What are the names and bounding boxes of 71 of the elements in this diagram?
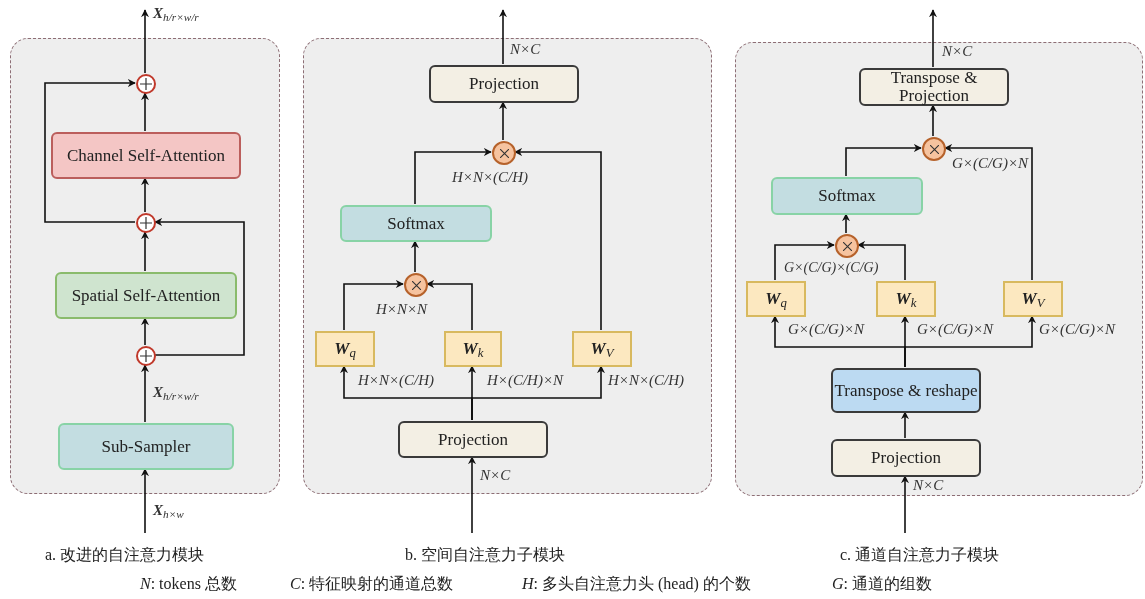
arrow <box>471 365 605 421</box>
edge-label: H×N×(C/H) <box>608 373 685 388</box>
arrow <box>411 240 419 273</box>
arrow <box>141 364 149 423</box>
process-box: Projection <box>831 439 981 477</box>
module-panel <box>303 38 712 494</box>
edge-label: H×N×(C/H) <box>358 373 435 388</box>
dimension-label: G×(C/G)×(C/G) <box>784 261 879 275</box>
arrow <box>904 315 1036 368</box>
arrow <box>857 241 906 281</box>
edge-label: X$_{h×w}$ <box>153 503 184 518</box>
arrow <box>929 104 937 137</box>
arrow <box>141 317 149 346</box>
arrow <box>426 280 473 331</box>
arrow <box>141 177 149 213</box>
arrow <box>514 148 602 331</box>
arrow <box>141 92 149 132</box>
process-box: Softmax <box>771 177 923 215</box>
caption-text: a. 改进的自注意力模块 <box>45 547 205 563</box>
arrow <box>141 231 149 272</box>
arrow <box>845 144 922 177</box>
caption-text: N: tokens 总数 <box>140 576 237 592</box>
arrow <box>141 9 149 74</box>
weight-box: W$_{q}$ <box>746 281 806 317</box>
weight-box: W$_{k}$ <box>876 281 936 317</box>
edge-label: N×C <box>913 478 944 493</box>
module-panel <box>735 42 1143 496</box>
edge-label: N×C <box>510 42 541 57</box>
caption-text: c. 通道自注意力子模块 <box>840 547 1000 563</box>
edge-label: G×(C/G)×N <box>917 322 994 337</box>
process-box: Sub-Sampler <box>58 423 234 470</box>
arrow <box>499 9 507 65</box>
process-box: Spatial Self-Attention <box>55 272 237 319</box>
arrow <box>901 411 909 439</box>
weight-box: W$_{V}$ <box>572 331 632 367</box>
process-box: Projection <box>429 65 579 103</box>
process-box: Projection <box>398 421 548 458</box>
caption-text: H: 多头自注意力头 (head) 的个数 <box>522 576 751 592</box>
edge-label: G×(C/G)×N <box>1039 322 1116 337</box>
caption-text: b. 空间自注意力子模块 <box>405 547 565 563</box>
edge-label: X$_{h/r×w/r}$ <box>153 6 199 21</box>
process-box: Softmax <box>340 205 492 242</box>
edge-label: N×C <box>480 468 511 483</box>
edge-label: N×C <box>942 44 973 59</box>
arrow <box>343 280 404 331</box>
arrow <box>901 475 909 534</box>
arrow <box>44 79 136 223</box>
caption-text: C: 特征映射的通道总数 <box>290 576 454 592</box>
weight-box: W$_{V}$ <box>1003 281 1063 317</box>
arrow <box>944 144 1033 281</box>
arrow <box>154 218 245 356</box>
weight-box: W$_{k}$ <box>444 331 502 367</box>
edge-label: X$_{h/r×w/r}$ <box>153 385 199 400</box>
arrow <box>414 148 492 205</box>
arrow <box>842 213 850 234</box>
arrow <box>468 456 476 534</box>
arrow <box>141 468 149 534</box>
edge-label: G×(C/G)×N <box>788 322 865 337</box>
dimension-label: H×N×N <box>376 302 428 317</box>
process-box: Transpose & reshape <box>831 368 981 413</box>
module-panel <box>10 38 280 494</box>
process-box: Channel Self-Attention <box>51 132 241 179</box>
arrow <box>499 101 507 141</box>
dimension-label: G×(C/G)×N <box>952 156 1029 171</box>
edge-label: H×(C/H)×N <box>487 373 564 388</box>
process-box: Transpose & Projection <box>859 68 1009 106</box>
arrow <box>774 241 835 281</box>
dimension-label: H×N×(C/H) <box>452 170 529 185</box>
caption-text: G: 通道的组数 <box>832 576 932 592</box>
weight-box: W$_{q}$ <box>315 331 375 367</box>
arrow <box>929 9 937 68</box>
